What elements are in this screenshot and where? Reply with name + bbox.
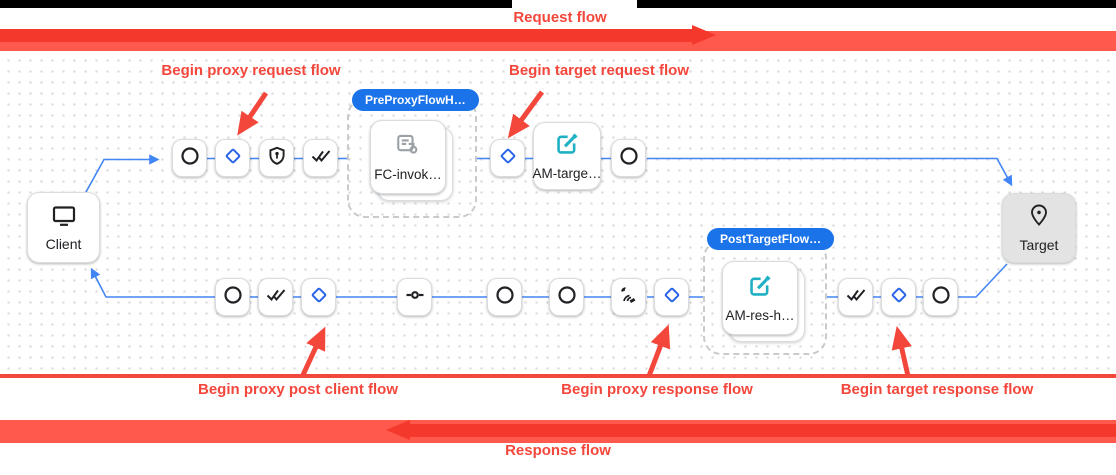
step-post-client-end[interactable] (215, 278, 250, 316)
annotation-proxy-post-client: Begin proxy post client flow (197, 381, 399, 398)
circle-step-icon (180, 146, 200, 171)
target-label: Target (1019, 237, 1059, 253)
client-node[interactable]: Client (27, 192, 100, 263)
edit-square-icon (747, 273, 773, 302)
circle-step-icon (495, 285, 515, 310)
step-proxy-response-condition[interactable] (654, 278, 689, 316)
step-proxy-request-condition[interactable] (215, 139, 250, 177)
step-target-request-condition[interactable] (490, 139, 525, 177)
response-flow-label: Response flow (505, 442, 611, 459)
bottom-red-divider (0, 374, 1116, 378)
response-flow-arrow-head (386, 420, 410, 440)
post-target-flowhook-badge[interactable]: PostTargetFlow… (707, 228, 835, 250)
commit-icon (405, 285, 425, 310)
annotation-proxy-response: Begin proxy response flow (561, 381, 753, 398)
step-target-response-policy[interactable] (838, 278, 873, 316)
monitor-icon (51, 204, 77, 231)
step-proxy-response-start[interactable] (487, 278, 522, 316)
pre-proxy-flowhook-badge[interactable]: PreProxyFlowH… (352, 89, 479, 111)
annotation-proxy-request: Begin proxy request flow (161, 62, 341, 79)
step-target-response-condition[interactable] (881, 278, 916, 316)
double-check-icon (266, 286, 286, 309)
step-security-policy[interactable] (259, 139, 294, 177)
circle-step-icon (931, 285, 951, 310)
step-proxy-response-end[interactable] (549, 278, 584, 316)
step-post-client-policy[interactable] (258, 278, 293, 316)
step-signal-policy[interactable] (611, 278, 646, 316)
client-label: Client (45, 235, 82, 252)
top-black-bar-left (0, 0, 512, 8)
response-flow-arrow-body (410, 424, 1116, 437)
step-verify-policy[interactable] (303, 139, 338, 177)
am-response-label: AM-res-h… (725, 308, 795, 323)
diamond-condition-icon (498, 146, 518, 171)
flow-canvas (0, 51, 1116, 374)
top-black-bar-right (637, 0, 1116, 8)
diamond-condition-icon (662, 285, 682, 310)
flow-callout-icon (395, 132, 421, 161)
am-response-policy-card[interactable]: AM-res-h… (722, 261, 798, 335)
step-post-client-condition[interactable] (301, 278, 336, 316)
annotation-target-request: Begin target request flow (508, 62, 690, 79)
double-check-icon (311, 147, 331, 170)
step-request-preflow[interactable] (172, 139, 207, 177)
step-target-request-end[interactable] (611, 139, 646, 177)
location-pin-icon (1027, 203, 1051, 232)
request-flow-label: Request flow (513, 9, 607, 26)
diamond-condition-icon (223, 146, 243, 171)
request-flow-arrow-body (0, 29, 692, 42)
circle-step-icon (557, 285, 577, 310)
circle-step-icon (223, 285, 243, 310)
annotation-target-response: Begin target response flow (840, 381, 1034, 398)
diamond-condition-icon (309, 285, 329, 310)
fc-invoke-label: FC-invok… (374, 167, 442, 182)
edit-square-icon (554, 131, 580, 160)
shield-lock-icon (267, 146, 287, 171)
am-target-label: AM-targe… (532, 166, 602, 181)
target-node[interactable]: Target (1002, 193, 1076, 263)
diamond-condition-icon (889, 285, 909, 310)
step-target-response-start[interactable] (923, 278, 958, 316)
am-target-policy-card[interactable]: AM-targe… (532, 122, 602, 190)
double-check-icon (846, 286, 866, 309)
step-commit-marker[interactable] (397, 278, 432, 316)
circle-step-icon (619, 146, 639, 171)
request-flow-arrow-head (692, 25, 716, 45)
signal-waves-icon (619, 285, 639, 310)
fc-invoke-policy-card[interactable]: FC-invok… (370, 120, 446, 194)
